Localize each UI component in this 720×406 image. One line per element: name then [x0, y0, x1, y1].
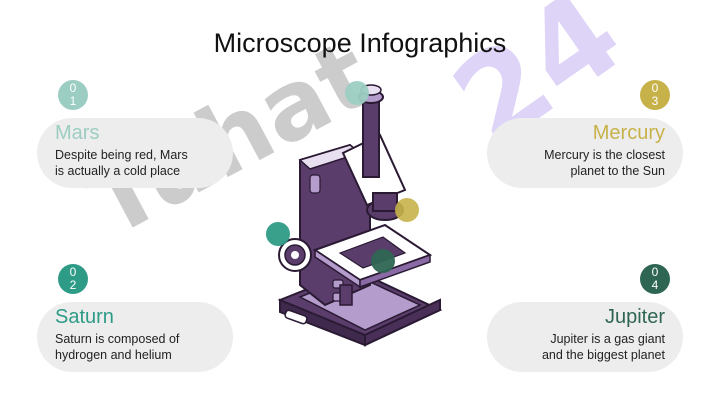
card-heading: Mercury	[592, 122, 665, 144]
marker-dot-mercury	[395, 198, 419, 222]
marker-dot-mars	[345, 81, 369, 105]
marker-dot-jupiter	[371, 249, 395, 273]
page-title: Microscope Infographics	[213, 28, 507, 58]
card-heading: Saturn	[55, 306, 114, 328]
card-heading: Jupiter	[604, 306, 665, 328]
card-heading: Mars	[55, 122, 100, 144]
microscope-illustration	[277, 84, 443, 347]
marker-dot-saturn	[266, 222, 290, 246]
